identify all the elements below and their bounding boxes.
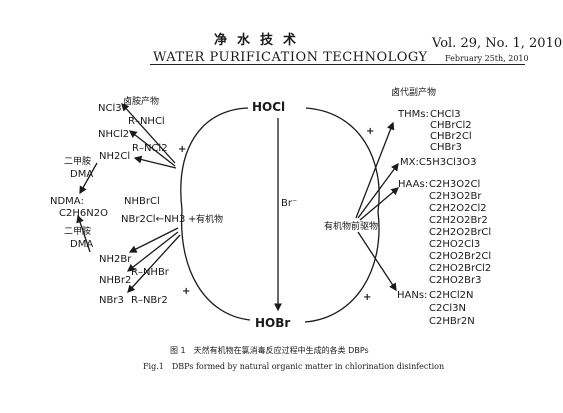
haas-7: C2HO2BrCl2 — [429, 263, 492, 274]
precursor-label: 有机物前驱物 — [324, 222, 379, 232]
hans-label: HANs: — [397, 290, 428, 301]
haas-label: HAAs: — [398, 179, 429, 190]
haas-8: C2HO2Br3 — [429, 275, 482, 286]
hans-2: C2HBr2N — [429, 316, 475, 327]
organics-label: 有机物 — [196, 215, 224, 225]
upper-left-arc — [180, 107, 249, 211]
haloamine-group-title: 卤胺产物 — [123, 97, 160, 107]
thms-label: THMs: — [398, 109, 429, 120]
hobr-node: HOBr — [255, 316, 291, 330]
thms-3: CHBr3 — [430, 142, 462, 153]
ncl3: NCl3 — [98, 103, 122, 114]
haas-0: C2H3O2Cl — [429, 179, 481, 190]
arrow-to-nh2br — [128, 227, 179, 253]
haas-3: C2H2O2Br2 — [429, 215, 488, 226]
r-ncl2: R–NCl2 — [132, 143, 168, 154]
journal-title-en: WATER PURIFICATION TECHNOLOGY — [153, 50, 428, 65]
thms-2: CHBr2Cl — [430, 131, 472, 142]
lower-left-arc — [180, 209, 251, 321]
arrow-to-nbr3 — [127, 234, 181, 293]
plus-upper-right: + — [366, 126, 375, 137]
header-rule — [150, 64, 525, 65]
arrow-to-ncl3 — [121, 103, 176, 164]
haas-1: C2H3O2Br — [429, 191, 482, 202]
issue-date: February 25th, 2010 — [445, 54, 529, 63]
arrow-to-thms — [355, 121, 395, 219]
thms-1: CHBrCl2 — [430, 120, 472, 131]
r-nhbr: R–NHBr — [131, 267, 169, 278]
thms-0: CHCl3 — [430, 109, 461, 120]
plus-lower-left: + — [182, 286, 191, 297]
nhbrcl: NHBrCl — [124, 196, 160, 207]
arrow-to-mx — [357, 162, 399, 219]
haas-6: C2HO2Br2Cl — [429, 251, 492, 262]
haas-5: C2HO2Cl3 — [429, 239, 481, 250]
r-nhcl: R–NHCl — [128, 116, 165, 127]
plus-organics: + — [188, 214, 197, 225]
nhcl2: NHCl2 — [98, 129, 130, 140]
arrow-to-nhbr2 — [126, 231, 179, 272]
haas-4: C2H2O2BrCl — [429, 227, 492, 238]
arrow-to-nhcl2 — [128, 130, 176, 167]
nh2cl: NH2Cl — [99, 151, 131, 162]
arrow-to-haas — [359, 187, 399, 221]
dma-upper-en: DMA — [70, 169, 94, 180]
hans-0: C2HCl2N — [429, 290, 474, 301]
arrow-nh2cl-to-ndma — [79, 162, 98, 195]
bromide-label: Br⁻ — [281, 198, 298, 209]
r-nbr2: R–NBr2 — [131, 295, 168, 306]
nbr3: NBr3 — [99, 295, 124, 306]
nhbr2: NHBr2 — [99, 275, 132, 286]
ndma-label: NDMA: — [50, 196, 84, 207]
nh2br: NH2Br — [99, 254, 132, 265]
halo-byproduct-title: 卤代副产物 — [391, 88, 437, 98]
dma-lower-en: DMA — [70, 239, 94, 250]
haas-2: C2H2O2Cl2 — [429, 203, 487, 214]
mx-formula: MX:C5H3Cl3O3 — [400, 157, 477, 168]
ndma-formula: C2H6N2O — [59, 208, 108, 219]
lower-right-arc — [304, 211, 380, 323]
arrow-nh2br-to-ndma — [76, 214, 91, 253]
figure-caption-en: Fig.1 DBPs formed by natural organic mat… — [143, 362, 445, 371]
dma-upper-cn: 二甲胺 — [64, 157, 92, 167]
dma-lower-cn: 二甲胺 — [64, 227, 92, 237]
upper-right-arc — [305, 107, 380, 213]
nbr2cl-nh3: NBr2Cl←NH3 — [121, 214, 186, 225]
hans-1: C2Cl3N — [429, 303, 466, 314]
plus-upper-left: + — [178, 144, 187, 155]
arrow-to-hans — [357, 231, 397, 292]
volume-info: Vol. 29, No. 1, 2010 — [432, 36, 563, 51]
journal-title-cn: 净水技术 — [214, 33, 307, 48]
hocl-node: HOCl — [252, 100, 286, 114]
figure-caption-cn: 图 1 天然有机物在氯消毒反应过程中生成的各类 DBPs — [170, 346, 369, 355]
plus-lower-right: + — [363, 292, 372, 303]
arrow-to-nh2cl — [133, 155, 177, 169]
